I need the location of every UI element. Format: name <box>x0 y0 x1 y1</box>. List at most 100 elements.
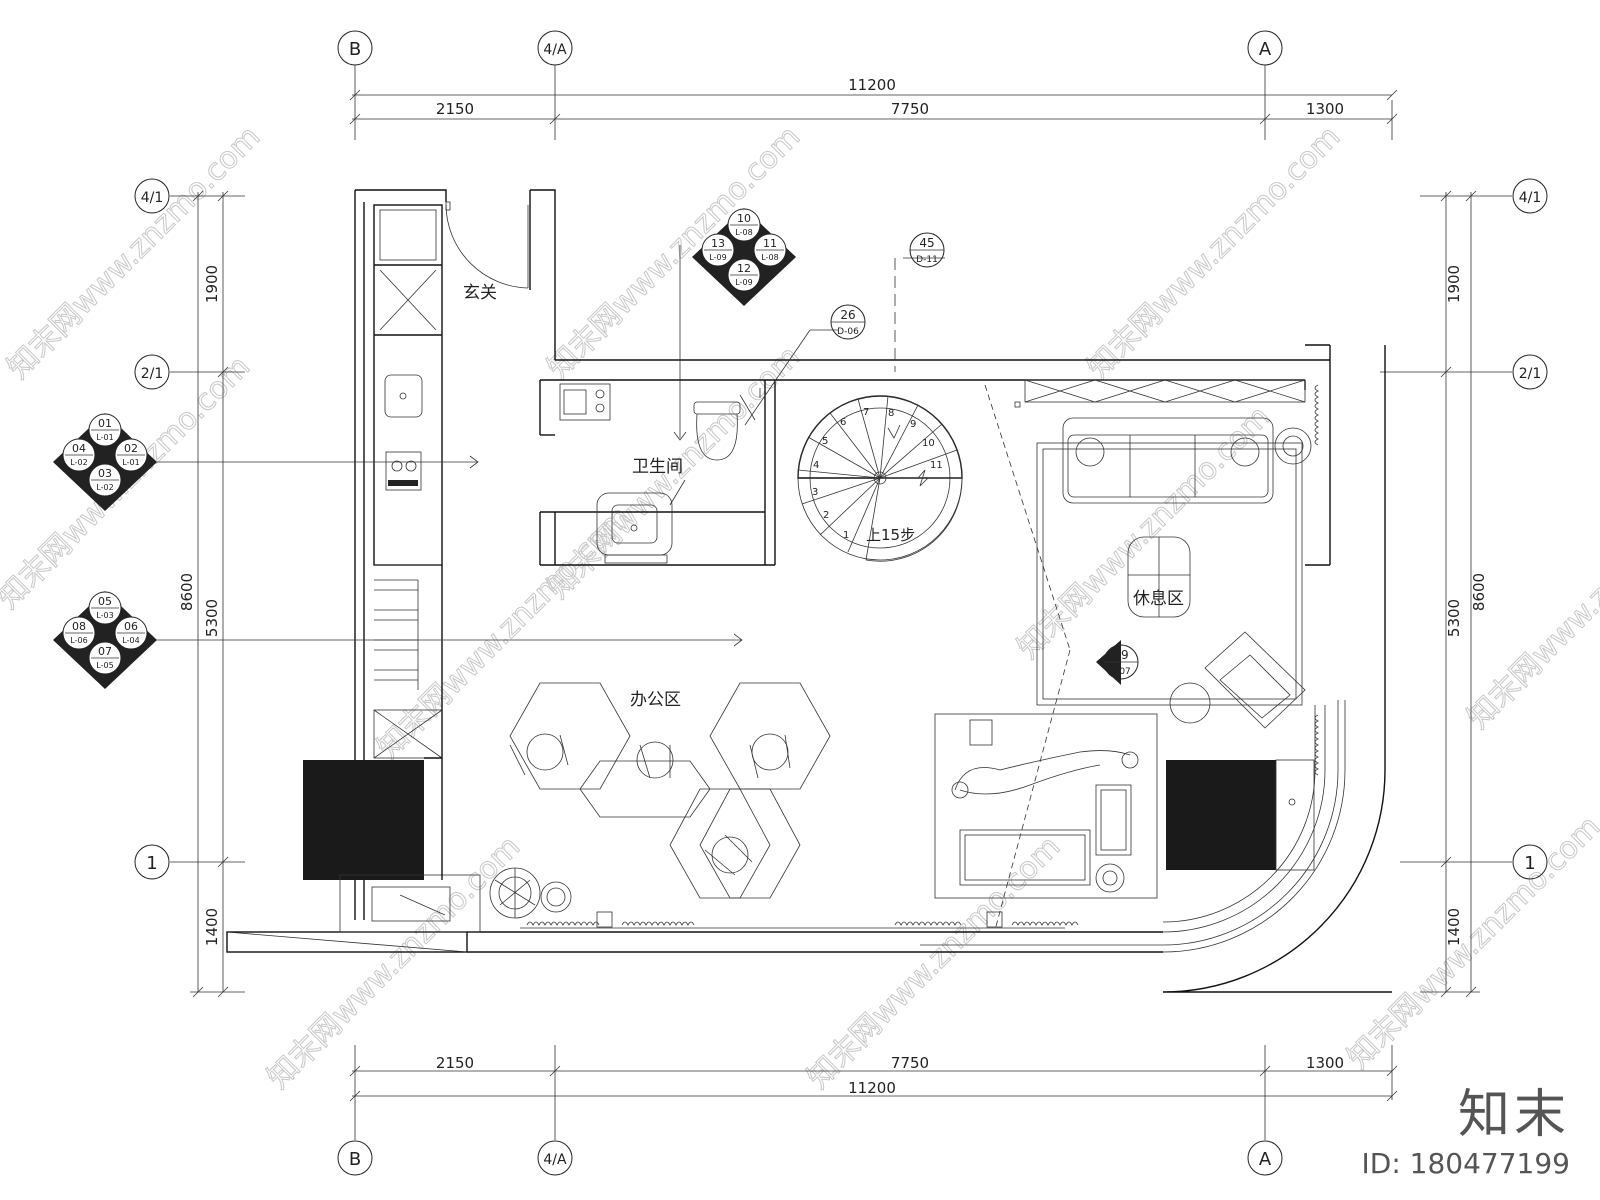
office-desks <box>509 682 831 899</box>
dimension-left: 8600 1900 5300 1400 <box>178 190 245 998</box>
stair-number: 10 <box>922 438 935 449</box>
axis-label: 2/1 <box>141 366 164 382</box>
dimension-total: 8600 <box>178 573 196 611</box>
axis-label: B <box>349 39 361 60</box>
room-label-entry: 玄关 <box>463 283 497 303</box>
index-number: 01 <box>98 417 112 430</box>
dimension-segment: 1300 <box>1306 1054 1344 1072</box>
grid-axis-left: 4/1 2/1 1 <box>134 178 245 880</box>
dimension-total: 11200 <box>848 1079 896 1097</box>
dimension-segment: 1400 <box>203 908 221 946</box>
dimension-segment: 1900 <box>1445 265 1463 303</box>
dimension-segment: 1300 <box>1306 100 1344 118</box>
index-number: 13 <box>711 237 725 250</box>
grid-axis-top: B 4/A A <box>337 30 1283 140</box>
floor-heaters <box>520 384 1319 929</box>
detail-callout-45: 45 D-11 <box>909 232 945 268</box>
room-label-lounge: 休息区 <box>1133 589 1184 609</box>
index-number: 03 <box>98 467 112 480</box>
detail-callout-26: 26 D-06 <box>830 304 866 340</box>
room-label-bathroom: 卫生间 <box>632 457 683 477</box>
detail-ref: D-11 <box>916 255 938 265</box>
brand-stamp: 知末 ID: 180477199 <box>1362 1072 1570 1180</box>
index-diamond-left-1: 01 L-01 04 L-02 02 L-01 03 L-02 <box>53 413 157 511</box>
spiral-stair: 1 2 3 4 5 6 7 8 9 10 11 上15步 <box>797 395 963 562</box>
stair-number: 8 <box>888 408 894 419</box>
stair-number: 3 <box>812 487 818 498</box>
image-id: ID: 180477199 <box>1361 1147 1570 1180</box>
index-ref: L-01 <box>122 458 139 467</box>
dimension-bottom: 2150 7750 1300 11200 <box>349 1045 1398 1102</box>
elevation-callout-09: 09 L-07 <box>1096 640 1139 685</box>
axis-label: 4/1 <box>141 190 164 206</box>
stair-label: 上15步 <box>866 526 915 544</box>
watermark: 知末网www.znzmo.com <box>1 119 267 385</box>
room-label-office: 办公区 <box>630 690 681 710</box>
stair-number: 5 <box>822 436 828 447</box>
index-number: 08 <box>72 620 86 633</box>
watermarks: 知末网www.znzmo.com 知末网www.znzmo.com 知末网www… <box>0 119 1600 1096</box>
index-ref: L-08 <box>735 228 752 237</box>
axis-label: 1 <box>1524 853 1535 874</box>
bathroom-fixtures <box>559 383 761 564</box>
dimension-segment: 2150 <box>436 1054 474 1072</box>
axis-label: 4/A <box>543 1152 567 1168</box>
index-ref: L-02 <box>70 458 87 467</box>
axis-label: 4/1 <box>1519 190 1542 206</box>
stair-number: 4 <box>813 460 819 471</box>
detail-ref: D-06 <box>837 327 859 337</box>
dimension-segment: 2150 <box>436 100 474 118</box>
detail-number: 26 <box>840 308 855 322</box>
axis-label: B <box>349 1149 361 1170</box>
index-ref: L-05 <box>96 661 113 670</box>
dimension-segment: 7750 <box>891 1054 929 1072</box>
room-labels: 玄关 卫生间 办公区 休息区 <box>463 283 1184 710</box>
watermark: 知末网www.znzmo.com <box>801 829 1067 1095</box>
axis-label: 4/A <box>543 42 567 58</box>
dimension-right: 1900 5300 1400 8600 <box>1420 190 1488 998</box>
lounge-furniture <box>303 379 1315 933</box>
stair-step-numbers: 1 2 3 4 5 6 7 8 9 10 11 <box>812 407 943 541</box>
dimension-segment: 7750 <box>891 100 929 118</box>
index-ref: L-09 <box>709 253 726 262</box>
dimension-segment: 1400 <box>1445 908 1463 946</box>
detail-number: 45 <box>919 236 934 250</box>
index-number: 11 <box>763 237 777 250</box>
walls <box>226 189 1392 993</box>
watermark: 知末网www.znzmo.com <box>1011 399 1277 665</box>
dimension-segment: 1900 <box>203 265 221 303</box>
elevation-ref: L-07 <box>1111 667 1131 677</box>
stair-number: 1 <box>843 530 849 541</box>
elevation-number: 09 <box>1113 648 1128 662</box>
brand-logo: 知末 <box>1457 1085 1570 1145</box>
index-number: 12 <box>737 262 751 275</box>
index-ref: L-09 <box>735 278 752 287</box>
index-number: 04 <box>72 442 86 455</box>
section-lines <box>155 245 945 647</box>
watermark: 知末网www.znzmo.com <box>1341 809 1600 1075</box>
grid-axis-right: 4/1 2/1 1 <box>1380 178 1548 880</box>
index-diamond-top: 10 L-08 13 L-09 11 L-08 12 L-09 <box>692 208 796 306</box>
axis-label: A <box>1259 39 1272 60</box>
index-ref: L-08 <box>761 253 778 262</box>
stair-number: 6 <box>840 417 846 428</box>
dimension-segment: 5300 <box>1445 599 1463 637</box>
plants <box>489 867 572 919</box>
stair-number: 7 <box>863 407 869 418</box>
index-ref: L-01 <box>96 433 113 442</box>
index-diamond-left-2: 05 L-03 08 L-06 06 L-04 07 L-05 <box>53 591 157 689</box>
dimension-segment: 5300 <box>203 599 221 637</box>
stair-number: 2 <box>823 510 829 521</box>
index-number: 10 <box>737 212 751 225</box>
index-ref: L-03 <box>96 611 113 620</box>
axis-label: A <box>1259 1149 1272 1170</box>
watermark: 知末网www.znzmo.com <box>1081 119 1347 385</box>
stair-number: 11 <box>930 460 943 471</box>
axis-label: 2/1 <box>1519 366 1542 382</box>
index-number: 06 <box>124 620 138 633</box>
grid-axis-bottom: B 4/A A <box>337 1045 1283 1176</box>
dimension-total: 8600 <box>1470 573 1488 611</box>
stair-number: 9 <box>910 419 916 430</box>
index-number: 05 <box>98 595 112 608</box>
index-ref: L-04 <box>122 636 139 645</box>
